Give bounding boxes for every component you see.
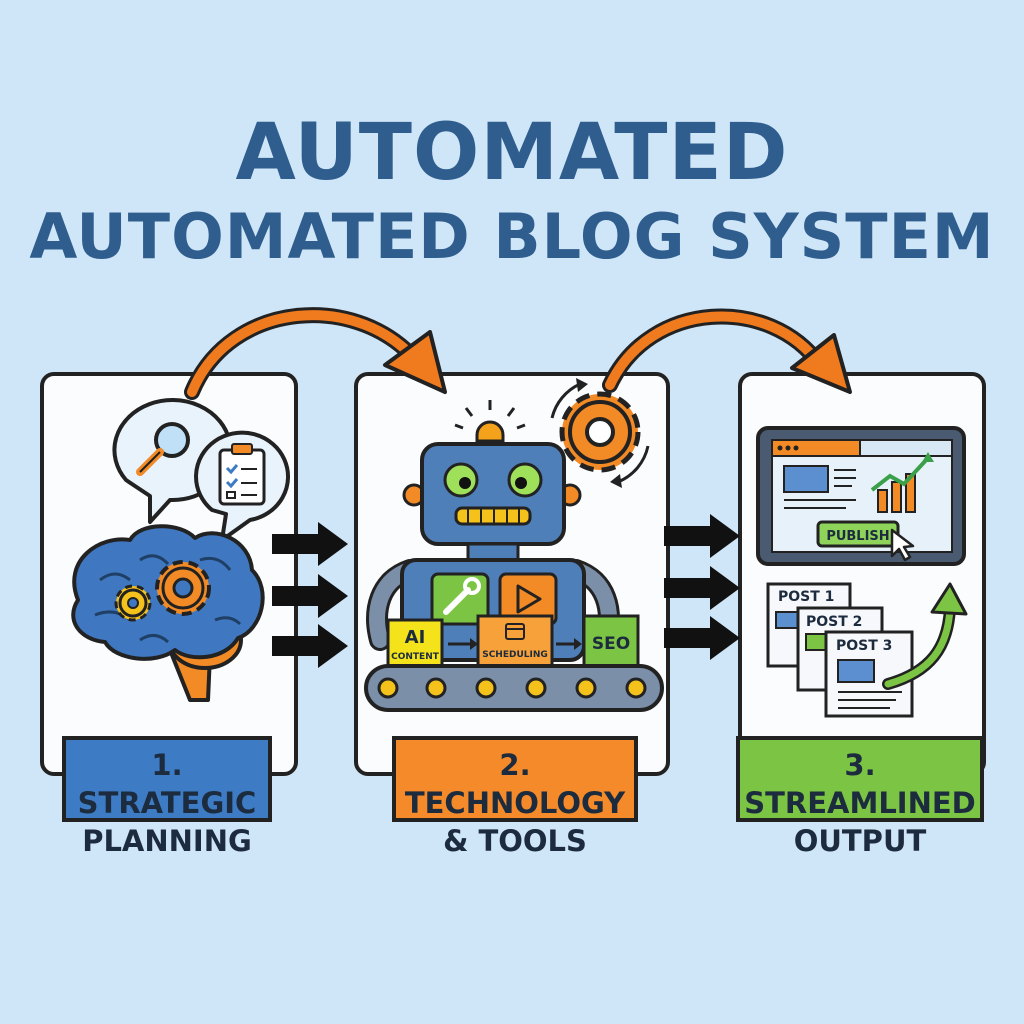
flow-arrows-1-to-2 bbox=[272, 522, 348, 668]
arrow-right-small bbox=[556, 638, 582, 650]
chart-icon bbox=[870, 452, 934, 513]
cursor-icon bbox=[890, 528, 915, 562]
publish-label: PUBLISH bbox=[826, 529, 889, 544]
post-2-label: POST 2 bbox=[806, 614, 862, 630]
flow-arrows-2-to-3 bbox=[664, 514, 740, 660]
monitor-icon bbox=[756, 426, 966, 566]
step-3-label: 3. STREAMLINED OUTPUT bbox=[736, 736, 984, 858]
publish-button[interactable]: PUBLISH bbox=[816, 520, 900, 548]
step-1-label-line2: PLANNING bbox=[82, 824, 252, 858]
gear-icon bbox=[550, 378, 650, 488]
post-3-card: POST 3 bbox=[824, 630, 914, 718]
arrow-right-small bbox=[448, 638, 478, 650]
step-1-label: 1. STRATEGIC PLANNING bbox=[62, 736, 272, 858]
step-2-label-line2: & TOOLS bbox=[443, 824, 587, 858]
clipboard-icon bbox=[218, 443, 266, 506]
step-2-label-line1: 2. TECHNOLOGY bbox=[404, 748, 626, 820]
ai-box-title: AI bbox=[405, 627, 426, 648]
title-line-2: AUTOMATED BLOG SYSTEM bbox=[29, 200, 995, 273]
curved-arrow-2-to-3 bbox=[602, 308, 852, 394]
ai-box-subtitle: CONTENT bbox=[391, 652, 440, 662]
curved-arrow-1-to-2 bbox=[184, 307, 447, 400]
wrench-icon bbox=[430, 572, 490, 626]
ai-content-box: AI CONTENT bbox=[386, 618, 444, 668]
gear-icon bbox=[155, 560, 211, 616]
clipboard-bubble bbox=[194, 430, 290, 542]
title-line-1: AUTOMATED bbox=[235, 108, 789, 198]
post-3-label: POST 3 bbox=[836, 638, 892, 654]
post-1-label: POST 1 bbox=[778, 589, 834, 605]
scheduling-label: SCHEDULING bbox=[482, 650, 548, 660]
step-2-label: 2. TECHNOLOGY & TOOLS bbox=[392, 736, 638, 858]
step-3-label-line1: 3. STREAMLINED bbox=[744, 748, 976, 820]
seo-label: SEO bbox=[592, 634, 630, 654]
step-3-label-line2: OUTPUT bbox=[793, 824, 927, 858]
step-1-label-line1: 1. STRATEGIC bbox=[77, 748, 257, 820]
gear-icon bbox=[114, 584, 152, 622]
conveyor-icon bbox=[364, 664, 664, 712]
magnifier-icon bbox=[136, 422, 190, 476]
brain-icon bbox=[71, 524, 265, 702]
seo-box: SEO bbox=[582, 614, 640, 668]
calendar-icon bbox=[505, 623, 525, 640]
up-arrow-icon bbox=[882, 582, 968, 690]
scheduling-box: SCHEDULING bbox=[476, 614, 554, 668]
